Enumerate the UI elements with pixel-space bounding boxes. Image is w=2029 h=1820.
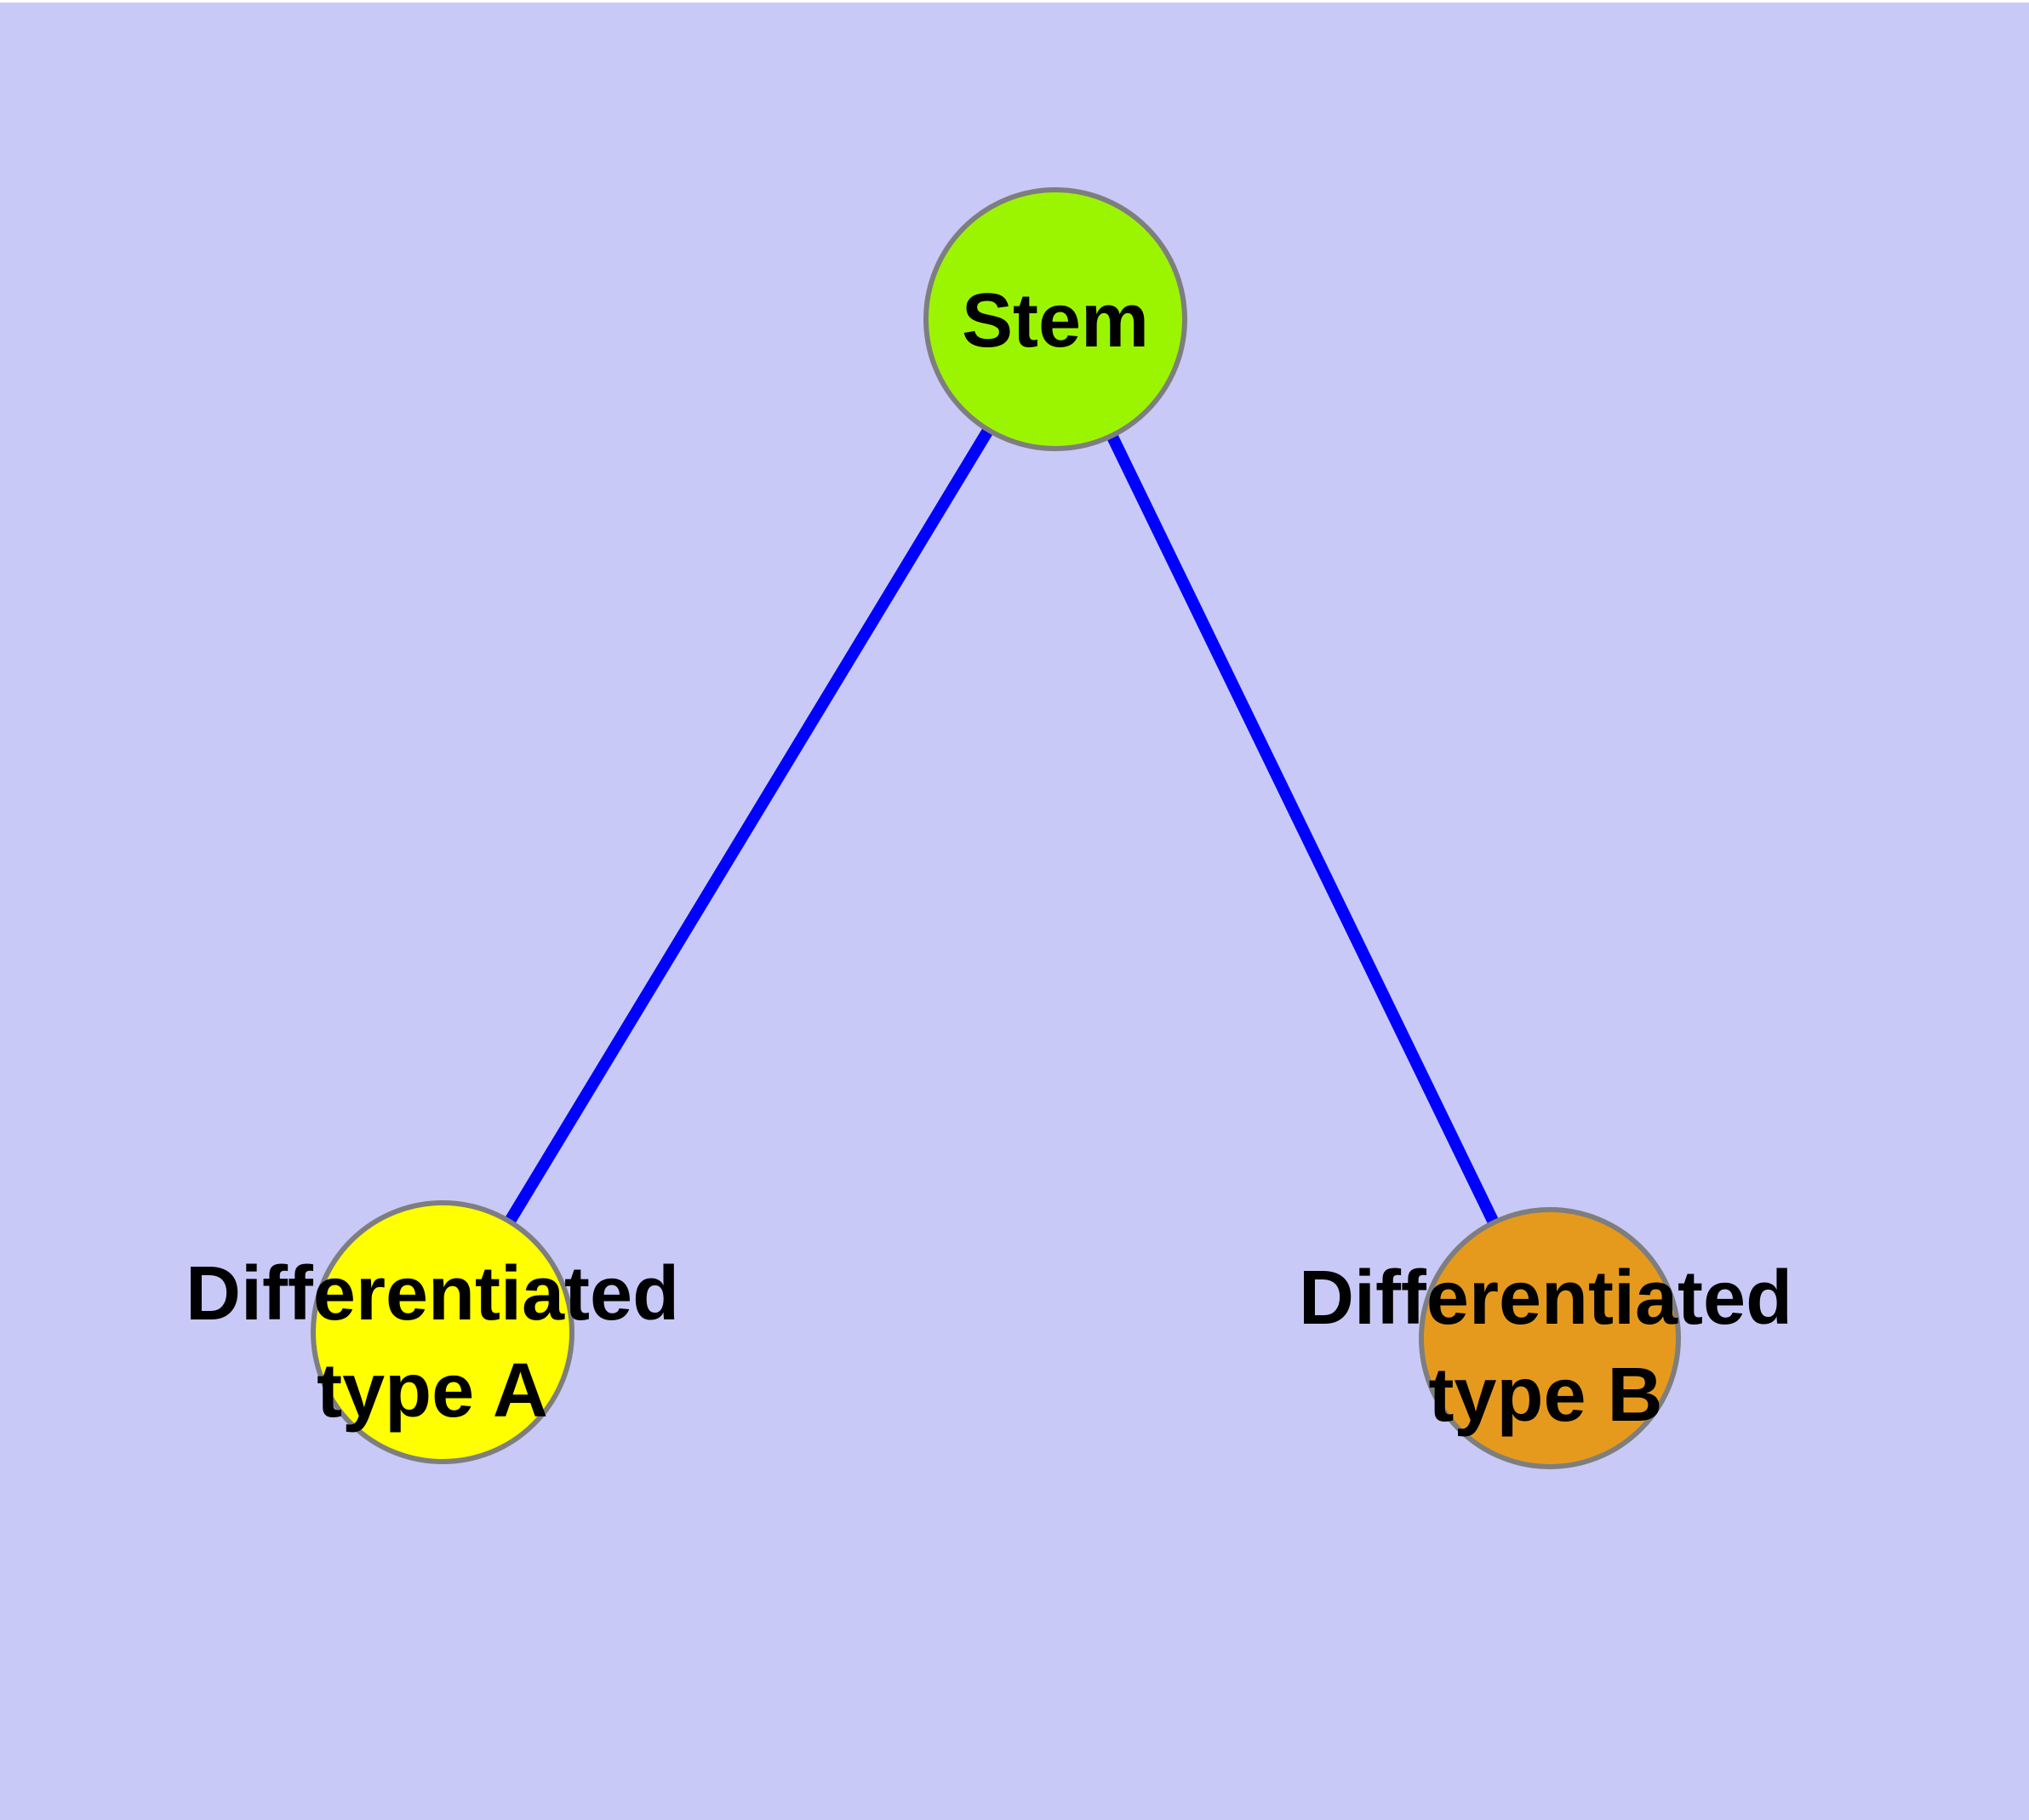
node-type-a-label-line1: Differentiated (185, 1251, 680, 1336)
node-type-a-label-line2: type A (317, 1348, 548, 1434)
edge-stem-to-type-b (1049, 316, 1556, 1342)
node-type-a-label: Differentiated type A (186, 1245, 679, 1439)
top-border-strip (0, 0, 2029, 3)
node-type-a-circle (311, 1200, 574, 1464)
node-type-b-label: Differentiated type B (1299, 1250, 1792, 1444)
node-type-b-label-line1: Differentiated (1298, 1256, 1793, 1341)
node-type-b-circle (1419, 1207, 1681, 1469)
edge-stem-to-type-a (437, 316, 1060, 1336)
node-stem-label: Stem (962, 272, 1149, 369)
node-type-b-label-line2: type B (1428, 1353, 1663, 1438)
node-stem-circle (923, 187, 1187, 451)
node-stem-label-text: Stem (961, 278, 1150, 363)
